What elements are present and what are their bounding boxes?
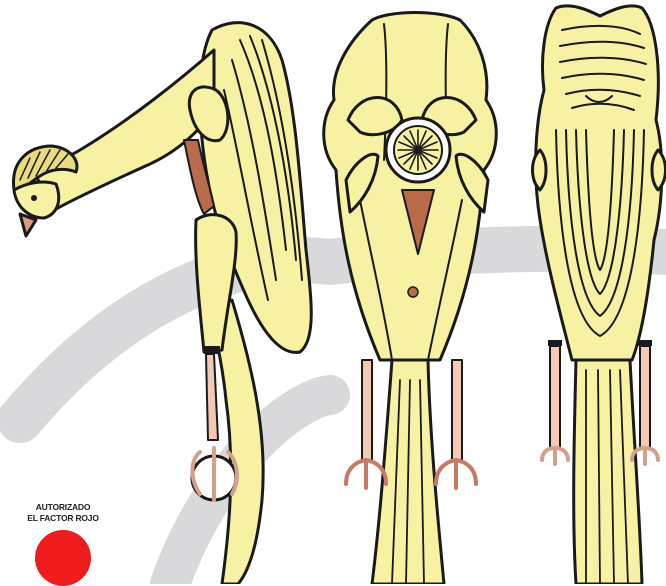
back-right-wing-bump xyxy=(652,150,666,190)
back-right-leg xyxy=(640,346,650,448)
red-dot-badge xyxy=(35,530,91,586)
badge-line-autorizado: AUTORIZADO xyxy=(8,502,118,513)
front-view xyxy=(324,13,497,585)
back-view xyxy=(533,6,666,584)
front-right-leg xyxy=(452,360,462,460)
back-left-foot xyxy=(542,448,568,464)
back-left-wing-bump xyxy=(533,150,547,190)
front-vent-rays xyxy=(398,130,438,170)
badge-line-factor-rojo: EL FACTOR ROJO xyxy=(8,513,118,524)
side-shank xyxy=(206,354,218,440)
back-left-leg xyxy=(550,346,560,448)
front-navel xyxy=(408,287,418,297)
front-left-foot xyxy=(346,460,386,488)
front-left-leg xyxy=(362,360,372,460)
side-neck xyxy=(36,50,214,210)
side-eye xyxy=(31,195,37,201)
front-right-foot xyxy=(436,460,476,488)
side-head xyxy=(14,182,59,218)
side-leg-band xyxy=(204,346,220,354)
back-tail xyxy=(574,360,642,584)
